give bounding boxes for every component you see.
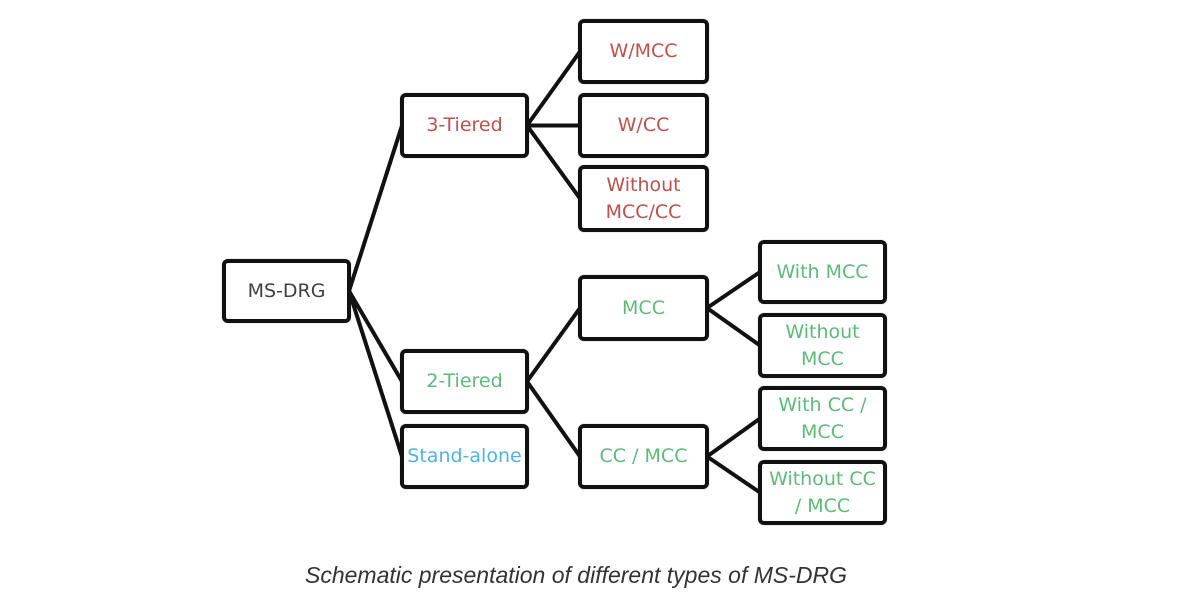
node-stand-alone: Stand-alone	[400, 424, 529, 489]
connector-mcc-to-without-mcc	[705, 306, 762, 348]
node-3-tiered: 3-Tiered	[400, 93, 529, 158]
connector-ms-drg-to-two-tiered	[347, 289, 404, 384]
connector-two-tiered-to-mcc	[525, 306, 582, 384]
node-without-mcc: Without MCC	[758, 313, 887, 378]
node-without-cc-mcc: Without CC / MCC	[758, 460, 887, 525]
node-ms-drg: MS-DRG	[222, 259, 351, 323]
connector-cc-mcc-to-with-cc-mcc	[705, 416, 762, 459]
connector-three-tiered-to-without-mcc-cc	[525, 123, 582, 201]
node-cc-mcc: CC / MCC	[578, 424, 709, 489]
node-2-tiered: 2-Tiered	[400, 349, 529, 414]
node-w-mcc: W/MCC	[578, 19, 709, 84]
connector-three-tiered-to-w-mcc	[525, 49, 582, 128]
node-with-cc-mcc: With CC / MCC	[758, 386, 887, 451]
connector-two-tiered-to-cc-mcc	[525, 379, 582, 459]
node-mcc: MCC	[578, 275, 709, 341]
figure-caption: Schematic presentation of different type…	[304, 562, 848, 588]
node-without-mcc-cc: Without MCC/CC	[578, 165, 709, 232]
connector-cc-mcc-to-without-cc-mcc	[705, 454, 762, 495]
node-w-cc: W/CC	[578, 93, 709, 158]
connector-ms-drg-to-three-tiered	[347, 123, 404, 293]
connector-ms-drg-to-stand-alone	[347, 289, 404, 459]
connector-mcc-to-with-mcc	[705, 270, 762, 310]
node-with-mcc: With MCC	[758, 240, 887, 304]
